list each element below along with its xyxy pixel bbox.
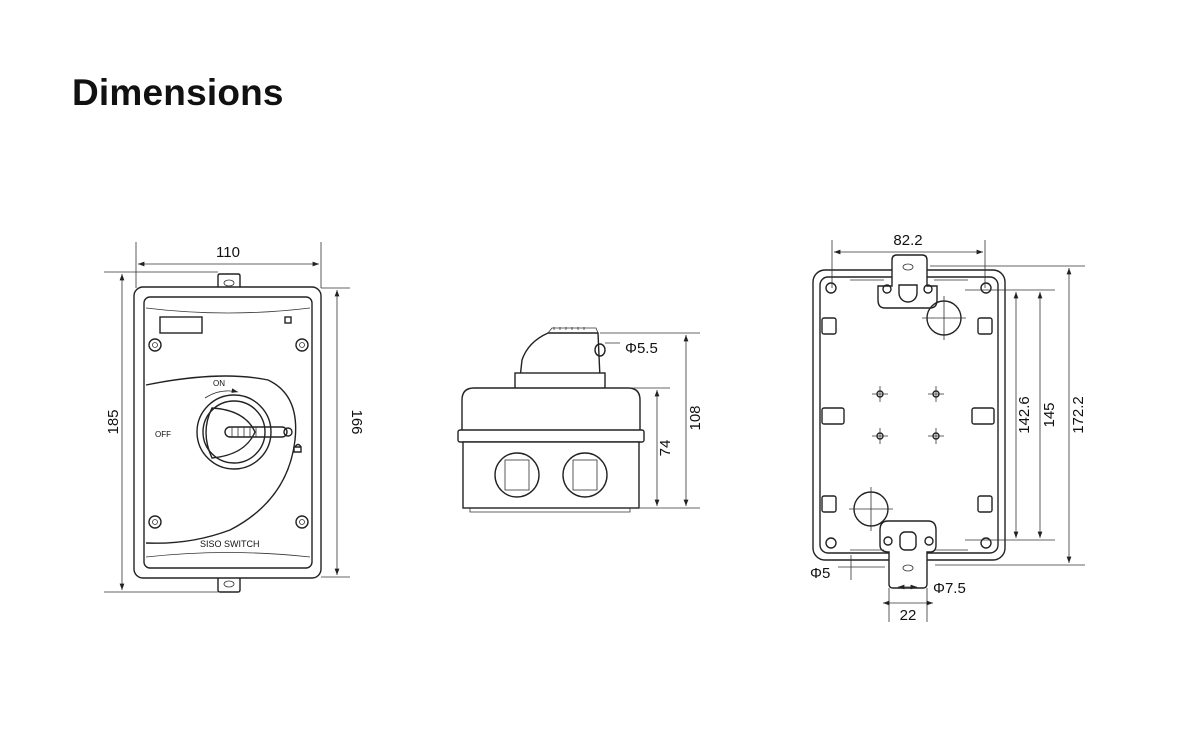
cable-gland [562, 452, 608, 498]
body-height-dimension: 166 [348, 409, 365, 434]
top-mount-tab [217, 273, 241, 288]
top-mount-bracket [877, 254, 938, 309]
rotary-knob [196, 394, 272, 470]
label-window [159, 316, 203, 334]
width-dimension: 110 [216, 244, 240, 261]
total-height-dimension-side: 108 [687, 405, 704, 430]
side-view: Φ5.5 74 108 [457, 327, 704, 513]
off-label: OFF [155, 430, 171, 439]
on-label: ON [213, 379, 225, 388]
page-title: Dimensions [72, 72, 284, 113]
cable-gland [494, 452, 540, 498]
base-side [462, 441, 640, 509]
small-hole-dimension: Φ5 [810, 565, 830, 582]
total-height-dimension-back: 172.2 [1070, 396, 1087, 434]
total-height-dimension: 185 [105, 409, 122, 434]
bottom-mount-bracket [879, 520, 937, 589]
body-height-dimension-side: 74 [657, 440, 674, 457]
screw-hole-icon [825, 282, 992, 549]
front-view: ON OFF SISO SWITCH 110 185 166 [104, 242, 365, 593]
width-dimension-back: 82.2 [893, 232, 922, 249]
base-outline [812, 269, 1006, 561]
hole-dimension: Φ5.5 [625, 340, 658, 357]
hole-spacing-dimension: 142.6 [1016, 396, 1033, 434]
slot-dimension: Φ7.5 [933, 580, 966, 597]
bottom-mount-tab [217, 577, 241, 593]
enclosure-outline [133, 286, 322, 579]
front-panel-curve [145, 375, 297, 544]
back-view: 82.2 142.6 145 172.2 Φ5 Φ7.5 22 [810, 232, 1087, 624]
mount-spacing-dimension: 145 [1041, 402, 1058, 427]
handle-side [519, 332, 601, 379]
tab-width-dimension: 22 [900, 607, 917, 624]
brand-label: SISO SWITCH [200, 539, 260, 549]
screw-icon [148, 338, 309, 529]
